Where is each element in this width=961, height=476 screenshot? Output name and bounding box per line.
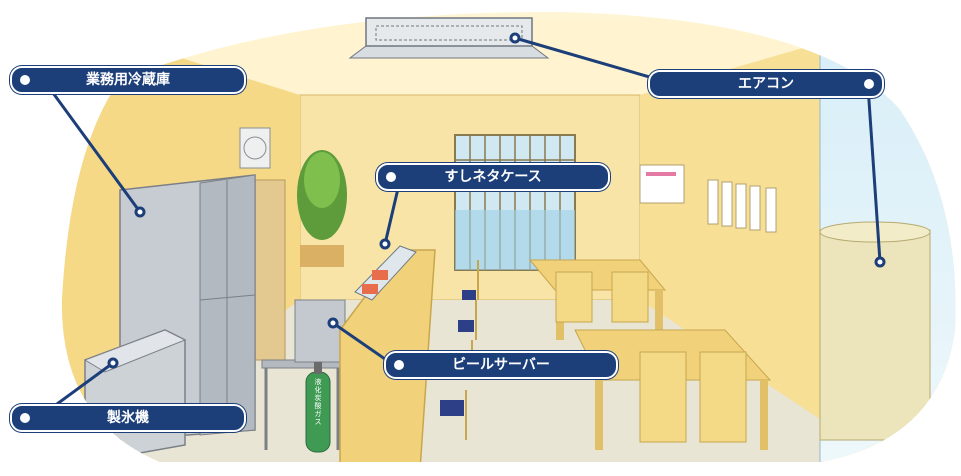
label-dot-icon <box>386 172 396 182</box>
label-text: エアコン <box>738 76 794 92</box>
pointer-lines <box>41 32 886 417</box>
air-conditioner-unit <box>348 17 550 59</box>
label-text: 製氷機 <box>107 410 149 426</box>
label-commercial-refrigerator: 業務用冷蔵庫 <box>10 66 246 94</box>
label-dot-icon <box>20 75 30 85</box>
gas-cylinder-label: 液化炭酸ガス <box>314 378 322 426</box>
label-text: すしネタケース <box>444 169 542 185</box>
label-dot-icon <box>20 413 30 423</box>
label-text: 業務用冷蔵庫 <box>86 72 170 88</box>
label-dot-icon <box>864 79 874 89</box>
label-sushi-display-case: すしネタケース <box>376 163 610 191</box>
label-ice-machine: 製氷機 <box>10 404 246 432</box>
label-air-conditioner: エアコン <box>648 70 884 98</box>
label-beer-server: ビールサーバー <box>384 351 618 379</box>
label-dot-icon <box>394 360 404 370</box>
label-text: ビールサーバー <box>452 357 550 373</box>
